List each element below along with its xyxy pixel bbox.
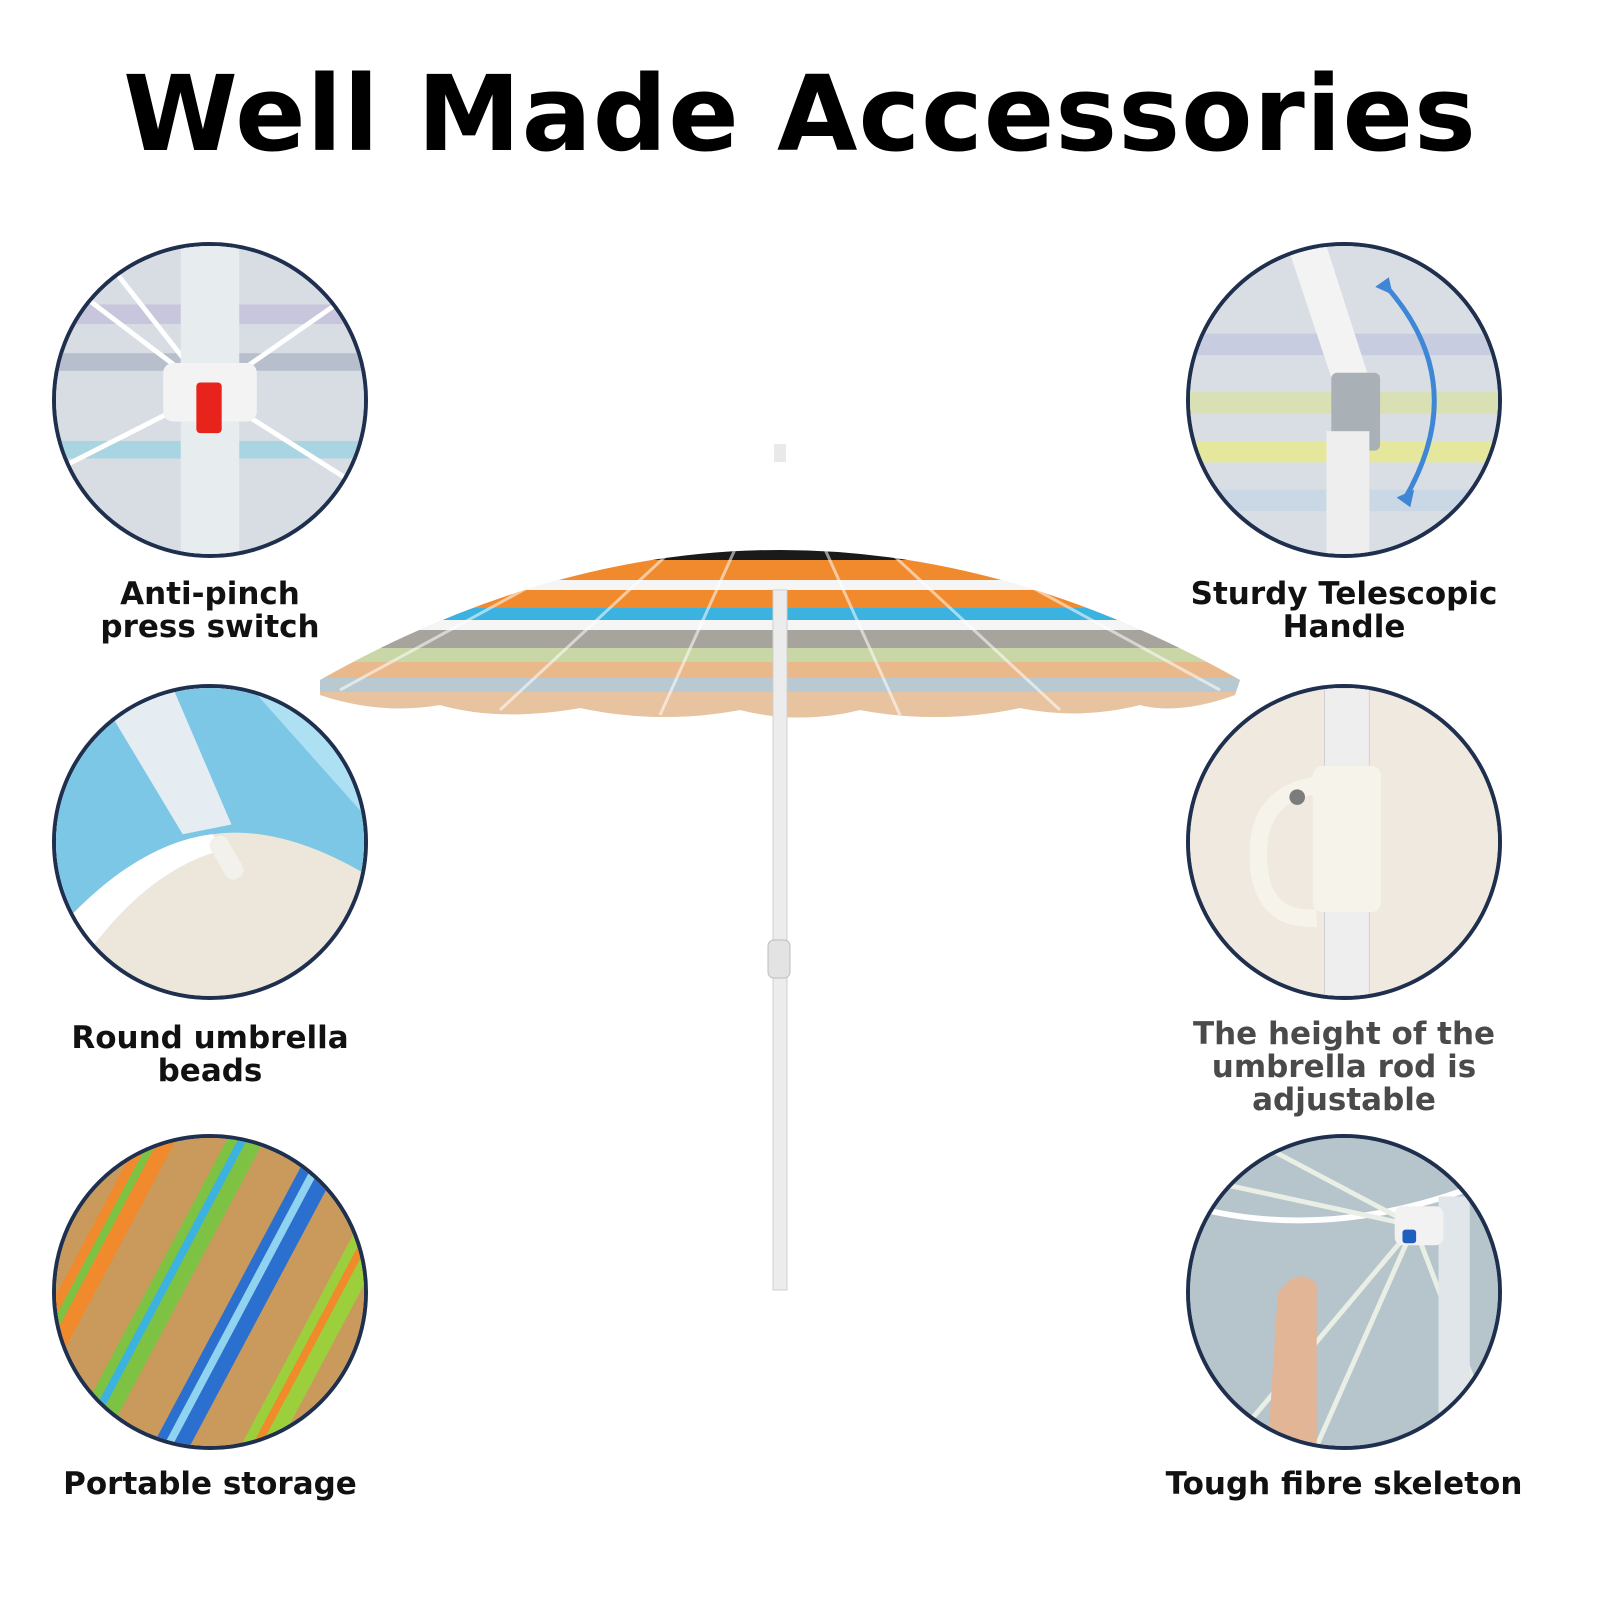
bead-icon: [209, 835, 244, 880]
arrow-up-icon: [1375, 277, 1393, 295]
telescopic-handle-caption: Sturdy Telescopic Handle: [1190, 576, 1498, 645]
fibre-skeleton-caption: Tough fibre skeleton: [1165, 1466, 1523, 1502]
umbrella-beads-caption: Round umbrella beads: [71, 1020, 349, 1089]
arrow-down-icon: [1396, 489, 1415, 508]
umbrella-beads-photo: [52, 684, 368, 1000]
portable-storage-photo: [52, 1134, 368, 1450]
red-switch-icon: [196, 382, 222, 434]
telescopic-handle-photo: [1186, 242, 1502, 558]
adjustable-rod-photo: [1186, 684, 1502, 1000]
press-switch-caption: Anti-pinch press switch: [100, 576, 320, 645]
main-umbrella-image: [300, 440, 1280, 1330]
fibre-skeleton-photo: [1186, 1134, 1502, 1450]
hinge-joint-icon: [1331, 372, 1381, 451]
adjustable-rod-caption: The height of the umbrella rod is adjust…: [1192, 1016, 1496, 1118]
hand-icon: [1267, 1276, 1317, 1446]
striped-beach-umbrella: [320, 444, 1240, 1291]
press-switch-photo: [52, 242, 368, 558]
blue-button-icon: [1402, 1229, 1417, 1244]
portable-storage-caption: Portable storage: [63, 1466, 357, 1502]
page-title: Well Made Accessories: [123, 53, 1477, 175]
screw-icon: [1289, 789, 1306, 805]
